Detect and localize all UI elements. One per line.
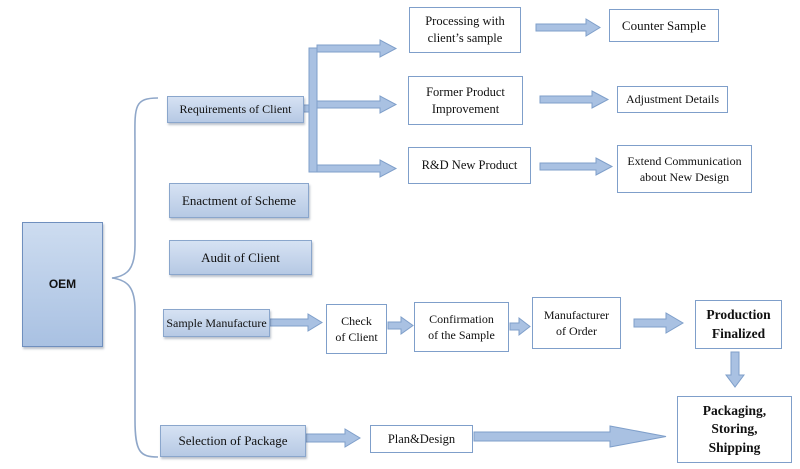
packaging-storing-shipping-box: Packaging, Storing, Shipping [677, 396, 792, 463]
arrow-check-to-confirmation [387, 316, 414, 335]
confirmation-of-sample-box: Confirmation of the Sample [414, 302, 509, 352]
arrow-rd-to-extend [539, 157, 614, 176]
adjustment-details-label: Adjustment Details [626, 92, 719, 107]
extend-communication-label: Extend Communication about New Design [627, 153, 742, 184]
requirements-trunk [301, 39, 398, 178]
rd-new-product-label: R&D New Product [421, 158, 518, 173]
rd-new-product-box: R&D New Product [408, 147, 531, 184]
check-of-client-label: Check of Client [335, 313, 378, 344]
enactment-of-scheme-label: Enactment of Scheme [181, 192, 297, 208]
manufacturer-of-order-box: Manufacturer of Order [532, 297, 621, 349]
plan-design-box: Plan&Design [370, 425, 473, 453]
adjustment-details-box: Adjustment Details [617, 86, 728, 113]
audit-of-client-box: Audit of Client [169, 240, 312, 275]
flow-arrows [269, 18, 745, 448]
production-finalized-label: Production Finalized [706, 307, 771, 341]
arrow-order-to-production [633, 312, 684, 334]
confirmation-of-sample-label: Confirmation of the Sample [428, 311, 495, 342]
manufacturer-of-order-label: Manufacturer of Order [543, 307, 610, 338]
arrow-production-to-packaging [725, 351, 745, 388]
production-finalized-box: Production Finalized [695, 300, 782, 349]
former-product-improvement-label: Former Product Improvement [426, 84, 505, 116]
sample-manufacture-label: Sample Manufacture [166, 315, 267, 330]
arrow-confirmation-to-order [509, 316, 531, 337]
audit-of-client-label: Audit of Client [201, 249, 280, 265]
counter-sample-box: Counter Sample [609, 9, 719, 42]
arrow-processing-to-counter [535, 18, 601, 37]
enactment-of-scheme-box: Enactment of Scheme [169, 183, 309, 218]
requirements-of-client-label: Requirements of Client [179, 102, 292, 117]
check-of-client-box: Check of Client [326, 304, 387, 354]
plan-design-label: Plan&Design [387, 431, 456, 446]
arrow-selection-to-plan [305, 428, 361, 448]
former-product-improvement-box: Former Product Improvement [408, 76, 523, 125]
grouping-brace [111, 97, 159, 458]
selection-of-package-label: Selection of Package [178, 433, 288, 449]
arrow-sample-to-check [269, 313, 323, 332]
counter-sample-label: Counter Sample [621, 17, 707, 33]
packaging-storing-shipping-label: Packaging, Storing, Shipping [702, 403, 767, 455]
processing-with-clients-sample-box: Processing with client’s sample [409, 7, 521, 53]
requirements-of-client-box: Requirements of Client [167, 96, 304, 123]
sample-manufacture-box: Sample Manufacture [163, 309, 270, 337]
selection-of-package-box: Selection of Package [160, 425, 306, 457]
oem-root-box: OEM [22, 222, 103, 347]
arrow-plan-to-packaging [473, 425, 667, 448]
oem-label: OEM [48, 277, 77, 292]
arrow-former-to-adjustment [539, 90, 610, 109]
extend-communication-box: Extend Communication about New Design [617, 145, 752, 193]
processing-with-clients-sample-label: Processing with client’s sample [425, 14, 505, 45]
